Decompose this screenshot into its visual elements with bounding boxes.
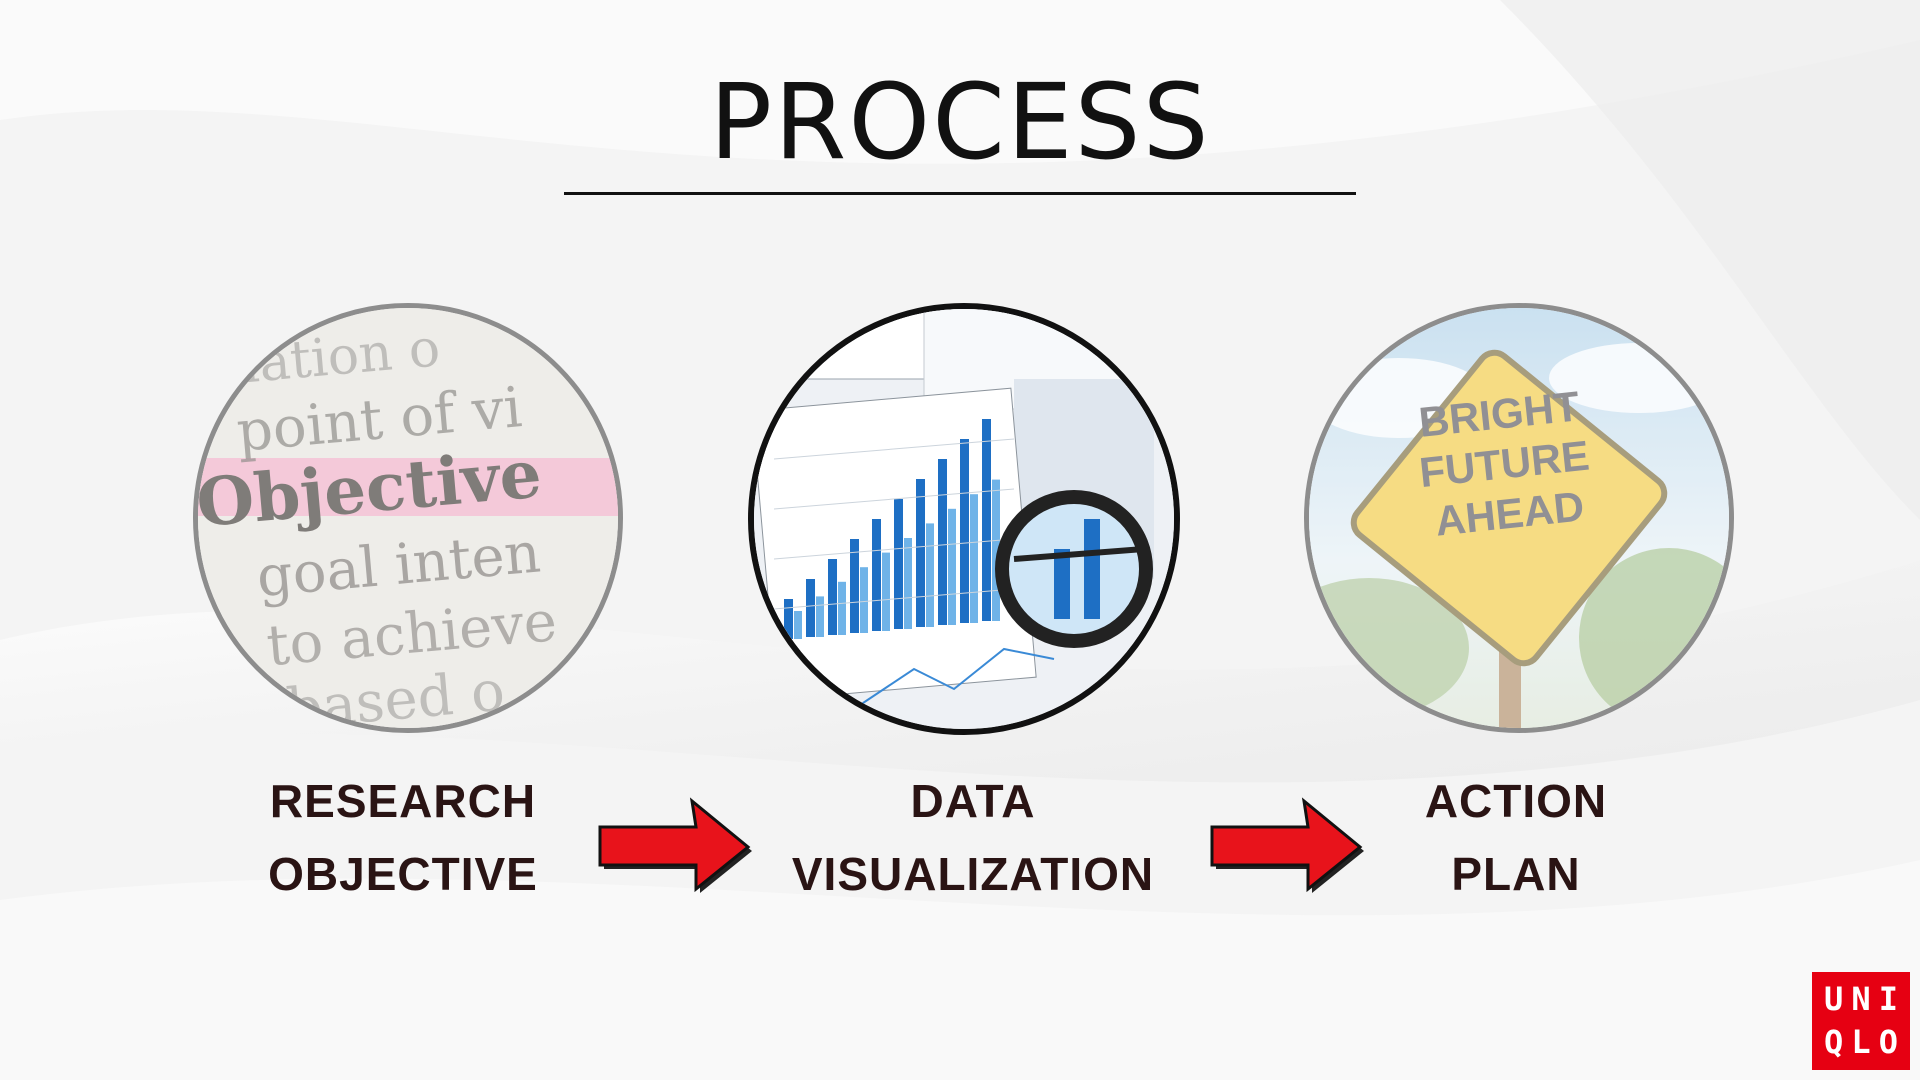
step-2-line-2: VISUALIZATION: [791, 848, 1155, 900]
photo-bar: [926, 523, 934, 627]
step-3-line-1: ACTION: [1424, 775, 1608, 827]
logo-letter: U: [1824, 980, 1844, 1018]
photo-bar: [882, 552, 890, 631]
title-underline: [564, 192, 1356, 195]
logo-letter: N: [1851, 980, 1871, 1018]
photo-bar: [838, 581, 846, 635]
photo-bar: [894, 499, 903, 629]
photo-bar: [982, 419, 991, 621]
photo-bar: [784, 599, 793, 639]
action-plan-image: BRIGHT FUTURE AHEAD: [1304, 303, 1734, 733]
photo-bar: [904, 538, 912, 629]
logo-letter: Q: [1824, 1023, 1844, 1061]
step-label-action-plan: ACTION PLAN: [1256, 765, 1776, 911]
photo-bar: [960, 439, 969, 623]
step-label-data-visualization: DATA VISUALIZATION: [713, 765, 1233, 911]
photo-bar: [860, 567, 868, 633]
research-objective-image: relation o point of vi Objective goal in…: [193, 303, 623, 733]
step-label-research-objective: RESEARCH OBJECTIVE: [143, 765, 663, 911]
photo-bar: [948, 508, 956, 625]
right-arrow-icon: [598, 797, 752, 893]
uniqlo-logo: U N I Q L O: [1812, 972, 1910, 1070]
photo-bar: [992, 479, 1000, 621]
photo-bar: [806, 579, 815, 637]
photo-bar: [794, 611, 802, 639]
logo-letter: I: [1878, 980, 1898, 1018]
data-visualization-image: [748, 303, 1180, 735]
step-1-line-1: RESEARCH: [269, 775, 537, 827]
page-title: PROCESS: [709, 61, 1211, 183]
photo-bar: [970, 494, 978, 623]
photo-bar: [816, 596, 824, 637]
step-1-line-2: OBJECTIVE: [268, 848, 538, 900]
photo-bar: [872, 519, 881, 631]
step-2-line-1: DATA: [910, 775, 1036, 827]
photo-bar: [850, 539, 859, 633]
logo-letter: L: [1851, 1023, 1871, 1061]
logo-letter: O: [1878, 1023, 1898, 1061]
photo-bar: [828, 559, 837, 635]
step-3-line-2: PLAN: [1451, 848, 1581, 900]
photo-bar: [938, 459, 947, 625]
photo-bar: [916, 479, 925, 627]
right-arrow-icon: [1210, 797, 1364, 893]
